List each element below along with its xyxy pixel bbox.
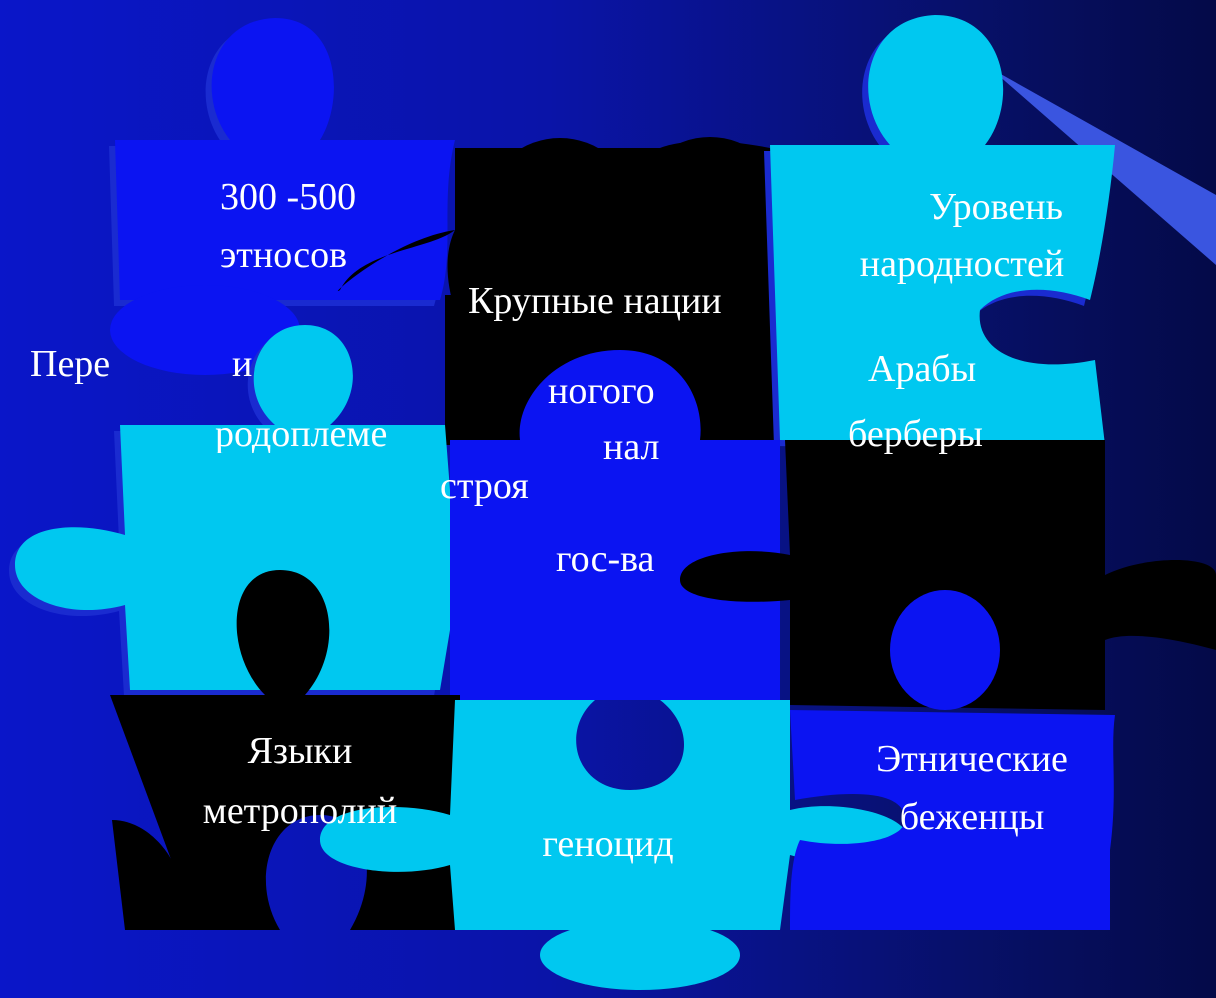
puzzle-piece-blue-top-left	[109, 18, 455, 375]
refugees-line1: Этнические	[876, 738, 1068, 780]
puzzle-piece-blue-middle-center	[450, 350, 780, 700]
ethnos-count-line1: 300 -500	[220, 176, 357, 218]
nal-fragment: нал	[603, 426, 660, 468]
i-fragment: и	[232, 343, 253, 385]
puzzle-piece-cyan-middle-left	[9, 325, 575, 696]
refugees-line2: беженцы	[899, 796, 1045, 838]
large-nations-label: Крупные нации	[468, 280, 722, 322]
arab-fragment: Арабы	[868, 348, 977, 390]
ethnos-count-line2: этносов	[220, 234, 348, 276]
languages-line2: метрополий	[202, 790, 398, 832]
puzzle-piece-cyan-top-right	[764, 15, 1115, 451]
level-line2: народностей	[859, 243, 1065, 285]
nogo-fragment: ногого	[548, 370, 655, 412]
berb-fragment: берберы	[848, 413, 983, 455]
puzzle-piece-cyan-bottom-center	[320, 700, 905, 990]
puzzle-piece-black-middle-right	[680, 440, 1216, 710]
gos-va-label: гос-ва	[556, 538, 655, 580]
level-line1: Уровень	[929, 186, 1063, 228]
rodopl-fragment: родоплеменн	[215, 413, 428, 455]
genocide-label: геноцид	[542, 823, 674, 865]
pere-fragment: Пере	[30, 343, 111, 385]
puzzle-piece-blue-bottom-right	[790, 590, 1115, 930]
languages-line1: Языки	[247, 730, 353, 772]
stroya-label: строя	[440, 465, 529, 507]
